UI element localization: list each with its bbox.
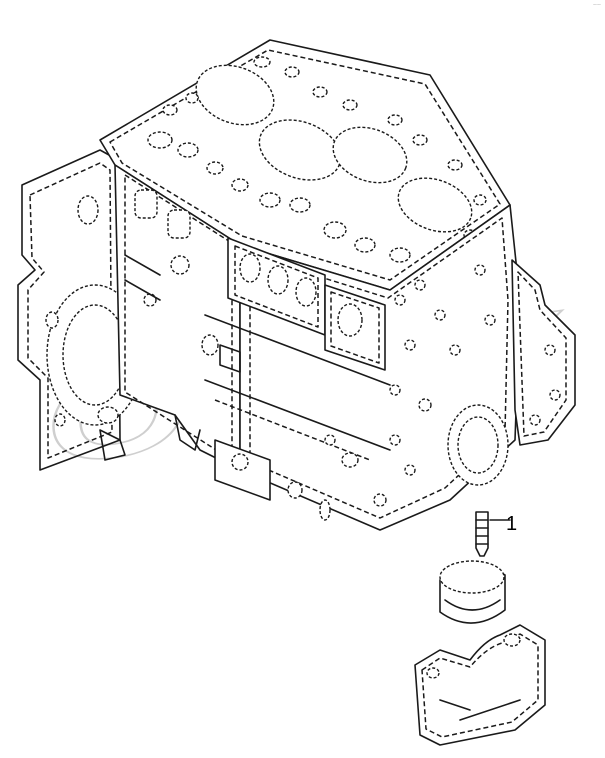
main-bearing-shell [439,560,506,624]
callout-label-1: 1 [506,513,517,535]
main-bearing-cap [414,624,546,746]
rear-end-plate [511,259,576,446]
cylinder-block [99,39,521,531]
corner-mark: ~~ [592,2,601,9]
main-bearing-cap-bolt [475,511,489,557]
